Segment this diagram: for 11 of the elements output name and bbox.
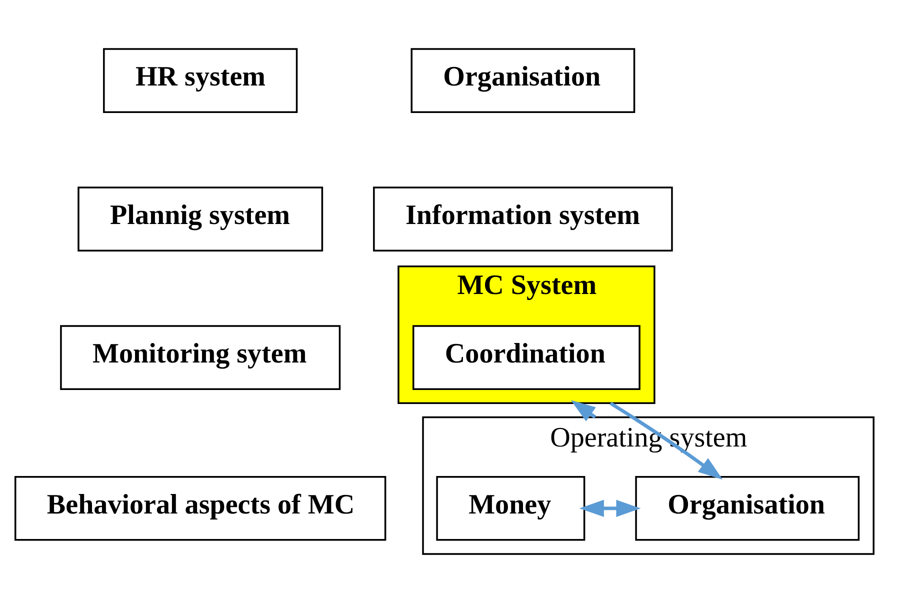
arrow: [579, 499, 641, 516]
node-box: Money: [436, 475, 586, 540]
node-box: Behavioral aspects of MC: [14, 475, 386, 540]
node-box: Coordination: [412, 324, 640, 390]
arrow: [610, 401, 723, 480]
node-box: HR system: [103, 48, 298, 112]
node-box: Monitoring sytem: [60, 324, 341, 390]
node-box: Plannig system: [78, 186, 324, 252]
node-box: Information system: [373, 186, 673, 252]
node-box: Organisation: [410, 48, 636, 112]
node-box: Organisation: [635, 475, 860, 540]
